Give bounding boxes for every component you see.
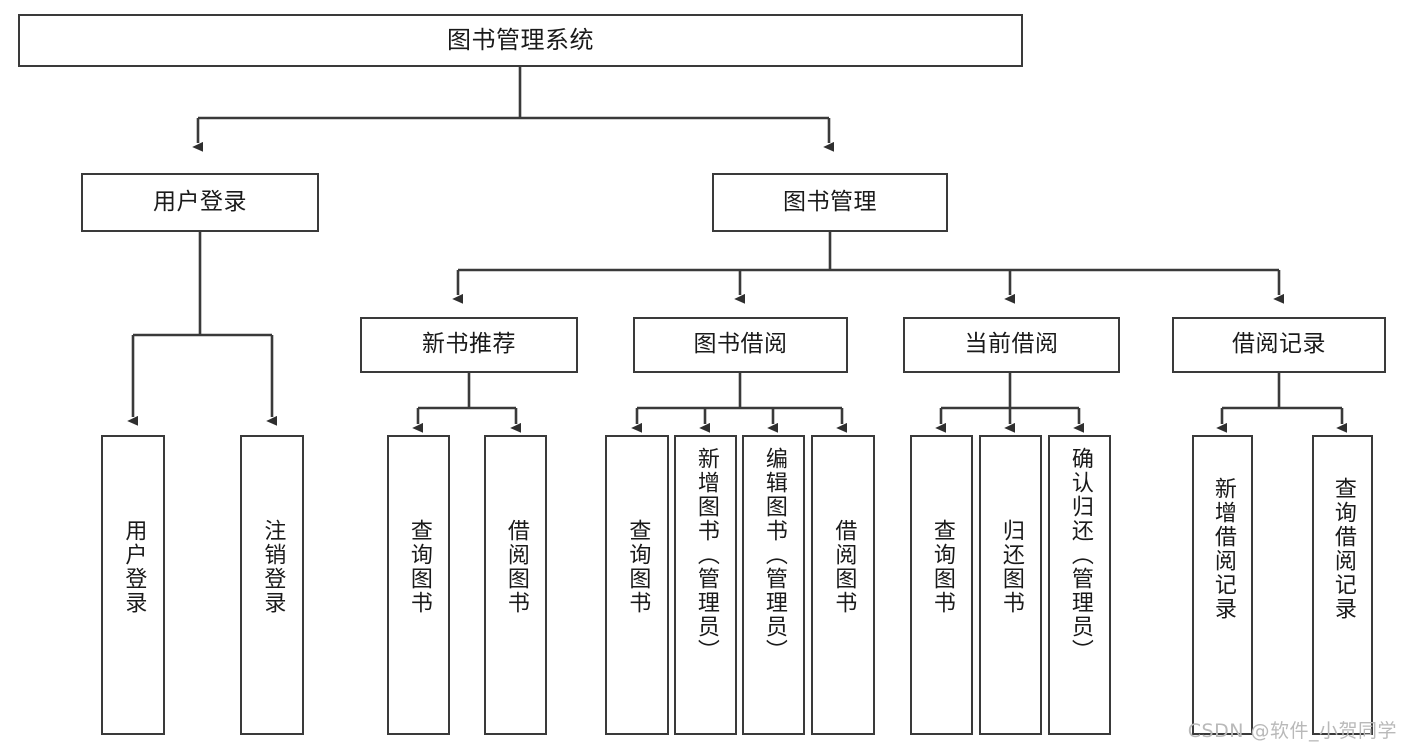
node-book-manage[interactable]: 图书管理 bbox=[712, 173, 948, 232]
node-leaf-edit-book-label: 编辑图书（管理员） bbox=[761, 447, 787, 663]
node-user-login-label: 用户登录 bbox=[153, 188, 247, 215]
node-leaf-edit-book[interactable]: 编辑图书（管理员） bbox=[742, 435, 805, 735]
node-leaf-query-book-a[interactable]: 查询图书 bbox=[387, 435, 450, 735]
node-user-login[interactable]: 用户登录 bbox=[81, 173, 319, 232]
node-book-borrow-label: 图书借阅 bbox=[693, 331, 788, 358]
node-leaf-query-record[interactable]: 查询借阅记录 bbox=[1312, 435, 1373, 735]
node-book-manage-label: 图书管理 bbox=[783, 188, 877, 215]
node-leaf-logout-label: 注销登录 bbox=[260, 519, 286, 615]
node-leaf-query-record-label: 查询借阅记录 bbox=[1330, 477, 1356, 621]
node-leaf-query-book-a-label: 查询图书 bbox=[406, 519, 432, 615]
node-leaf-return-book-label: 归还图书 bbox=[998, 519, 1024, 615]
node-new-book-recommend[interactable]: 新书推荐 bbox=[360, 317, 578, 373]
node-root[interactable]: 图书管理系统 bbox=[18, 14, 1023, 67]
node-book-borrow[interactable]: 图书借阅 bbox=[633, 317, 848, 373]
node-leaf-add-record-label: 新增借阅记录 bbox=[1210, 477, 1236, 621]
node-leaf-query-book-c[interactable]: 查询图书 bbox=[910, 435, 973, 735]
node-leaf-user-login-label: 用户登录 bbox=[121, 519, 147, 615]
node-leaf-add-book[interactable]: 新增图书（管理员） bbox=[674, 435, 737, 735]
node-leaf-query-book-b-label: 查询图书 bbox=[625, 519, 651, 615]
node-current-borrow[interactable]: 当前借阅 bbox=[903, 317, 1120, 373]
node-leaf-add-book-label: 新增图书（管理员） bbox=[693, 447, 719, 663]
node-leaf-return-book[interactable]: 归还图书 bbox=[979, 435, 1042, 735]
node-leaf-confirm-return-label: 确认归还（管理员） bbox=[1067, 447, 1093, 663]
node-leaf-borrow-book-b[interactable]: 借阅图书 bbox=[811, 435, 875, 735]
node-root-label: 图书管理系统 bbox=[447, 26, 594, 55]
node-new-book-recommend-label: 新书推荐 bbox=[422, 331, 516, 358]
node-leaf-user-login[interactable]: 用户登录 bbox=[101, 435, 165, 735]
node-leaf-borrow-book-b-label: 借阅图书 bbox=[831, 519, 857, 615]
node-leaf-borrow-book-a-label: 借阅图书 bbox=[503, 519, 529, 615]
node-current-borrow-label: 当前借阅 bbox=[964, 331, 1059, 358]
csdn-watermark: CSDN @软件_小贺同学 bbox=[1187, 720, 1397, 742]
node-leaf-query-book-b[interactable]: 查询图书 bbox=[605, 435, 669, 735]
node-leaf-query-book-c-label: 查询图书 bbox=[929, 519, 955, 615]
node-leaf-borrow-book-a[interactable]: 借阅图书 bbox=[484, 435, 547, 735]
node-borrow-record-label: 借阅记录 bbox=[1232, 331, 1326, 358]
node-leaf-logout[interactable]: 注销登录 bbox=[240, 435, 304, 735]
node-leaf-confirm-return[interactable]: 确认归还（管理员） bbox=[1048, 435, 1111, 735]
node-leaf-add-record[interactable]: 新增借阅记录 bbox=[1192, 435, 1253, 735]
node-borrow-record[interactable]: 借阅记录 bbox=[1172, 317, 1386, 373]
